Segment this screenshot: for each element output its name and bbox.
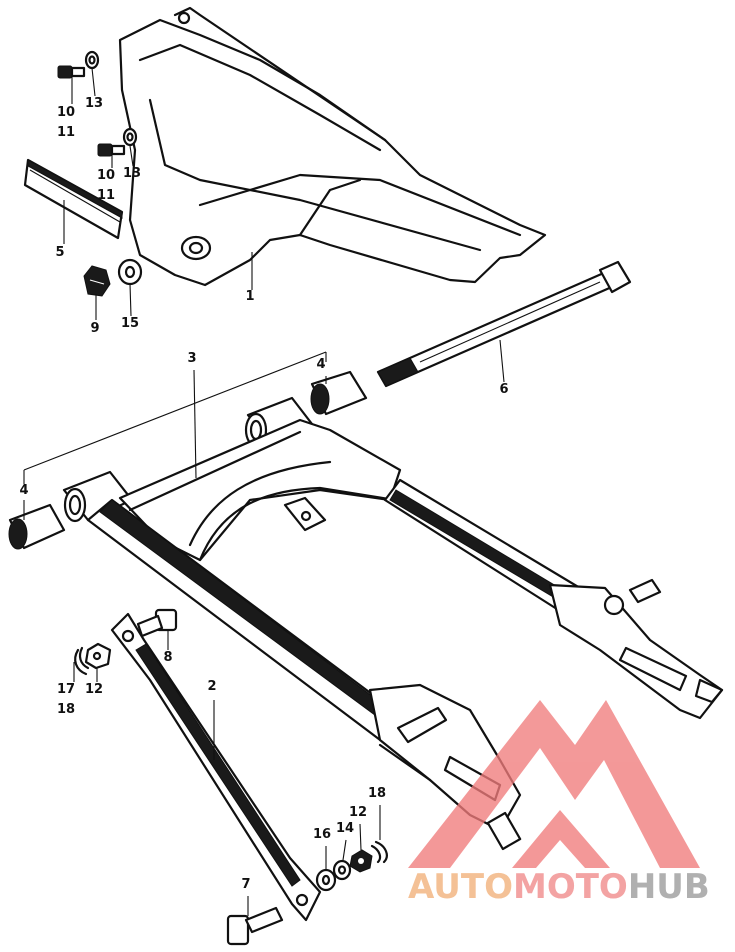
svg-text:AUTOMOTOHUB: AUTOMOTOHUB	[408, 867, 710, 907]
callout-c4a: 4	[316, 357, 325, 372]
callout-c10a: 10	[57, 105, 75, 120]
callout-c5: 5	[55, 245, 64, 260]
callout-c12a: 12	[85, 682, 103, 697]
cotter-pin-17-18	[74, 646, 90, 676]
callout-c13b: 13	[123, 166, 141, 181]
washer-14	[332, 859, 352, 881]
castle-nut-12-left	[84, 642, 112, 670]
bolt-8	[136, 608, 178, 638]
watermark-logo: AUTOMOTOHUB	[408, 700, 710, 907]
bolt-10-top	[57, 50, 100, 79]
callout-c4b: 4	[19, 483, 28, 498]
swing-arm	[62, 396, 724, 851]
watermark-triangle-icon	[408, 700, 700, 868]
castle-nut-12-right	[349, 849, 373, 873]
callout-c12b: 12	[349, 805, 367, 820]
bushing-left	[8, 503, 66, 550]
callout-c11b: 11	[97, 188, 115, 203]
callout-c7a: 7	[241, 877, 250, 892]
callout-c18a: 18	[57, 702, 75, 717]
callout-c16: 16	[313, 827, 331, 842]
leader-lines	[23, 67, 505, 916]
bolt-10-middle	[97, 127, 138, 157]
callout-c18b: 18	[368, 786, 386, 801]
callout-c9: 9	[90, 321, 99, 336]
callout-c8: 8	[163, 650, 172, 665]
torque-link	[110, 612, 322, 922]
callout-c15: 15	[121, 316, 139, 331]
callout-c11a: 11	[57, 125, 75, 140]
cotter-pin-18-right	[370, 840, 388, 864]
bushing-right	[310, 370, 368, 416]
callout-c3: 3	[187, 351, 196, 366]
watermark-text-hub: HUB	[628, 867, 710, 907]
callout-c6: 6	[499, 382, 508, 397]
washer-15	[117, 258, 143, 286]
watermark-inner-icon	[512, 810, 610, 868]
seal-strip	[23, 158, 124, 240]
watermark-text-auto: AUTO	[408, 867, 513, 907]
callout-c1: 1	[245, 289, 254, 304]
callout-c14: 14	[336, 821, 354, 836]
cap-nut-9	[83, 265, 111, 297]
chain-case	[118, 6, 547, 287]
callout-c2: 2	[207, 679, 216, 694]
pivot-bolt	[376, 260, 632, 388]
watermark-text-moto: MOTO	[513, 867, 628, 907]
callout-c10b: 10	[97, 168, 115, 183]
callout-c17: 17	[57, 682, 75, 697]
washer-16	[315, 868, 337, 892]
callout-c13a: 13	[85, 96, 103, 111]
bolt-7	[226, 906, 284, 946]
